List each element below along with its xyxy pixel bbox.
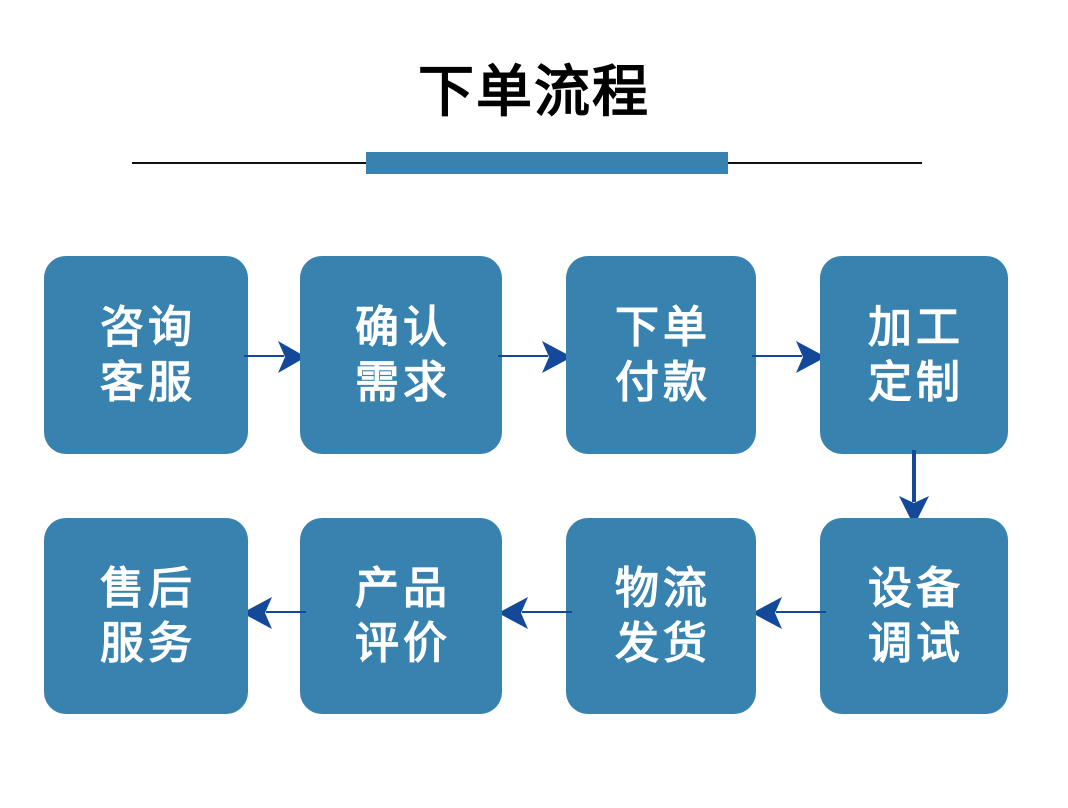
flow-node-label-line1: 下单 xyxy=(615,302,711,353)
title-accent-bar xyxy=(366,152,728,174)
flow-node-consult-service[interactable]: 咨询 客服 xyxy=(44,256,248,454)
flow-node-label-line2: 服务 xyxy=(100,618,196,669)
connector-arrow-left-logistics-to-review xyxy=(496,592,572,636)
flow-node-equipment-debug[interactable]: 设备 调试 xyxy=(820,518,1008,714)
flow-node-label-line2: 评价 xyxy=(355,618,451,669)
flow-node-after-sales[interactable]: 售后 服务 xyxy=(44,518,248,714)
flow-node-label-line1: 确认 xyxy=(355,302,451,353)
flow-node-label-line1: 设备 xyxy=(868,563,964,614)
connector-arrow-left-review-to-after-sales xyxy=(242,592,306,636)
flow-node-label-line2: 付款 xyxy=(615,357,711,408)
connector-arrow-right-consult-to-confirm xyxy=(244,336,306,380)
flow-node-order-payment[interactable]: 下单 付款 xyxy=(566,256,756,454)
flow-node-logistics-ship[interactable]: 物流 发货 xyxy=(566,518,756,714)
flow-node-label-line2: 发货 xyxy=(615,618,711,669)
connector-arrow-left-debug-to-logistics xyxy=(750,592,826,636)
flow-node-label-line1: 售后 xyxy=(100,563,196,614)
connector-arrow-right-confirm-to-order xyxy=(498,336,572,380)
flow-node-label-line1: 物流 xyxy=(615,563,711,614)
connector-arrow-down-processing-to-debug xyxy=(892,450,936,526)
flow-node-label-line1: 加工 xyxy=(868,302,964,353)
flow-node-label-line2: 客服 xyxy=(100,357,196,408)
flow-node-confirm-needs[interactable]: 确认 需求 xyxy=(300,256,502,454)
flow-node-label-line1: 咨询 xyxy=(100,302,196,353)
flow-node-label-line2: 定制 xyxy=(868,357,964,408)
flow-node-label-line2: 调试 xyxy=(868,618,964,669)
page-title: 下单流程 xyxy=(418,60,650,125)
connector-arrow-right-order-to-processing xyxy=(752,336,826,380)
flow-node-label-line2: 需求 xyxy=(355,357,451,408)
flow-node-label-line1: 产品 xyxy=(355,563,451,614)
flow-node-custom-processing[interactable]: 加工 定制 xyxy=(820,256,1008,454)
flow-node-product-review[interactable]: 产品 评价 xyxy=(300,518,502,714)
title-block: 下单流程 xyxy=(0,58,1068,178)
